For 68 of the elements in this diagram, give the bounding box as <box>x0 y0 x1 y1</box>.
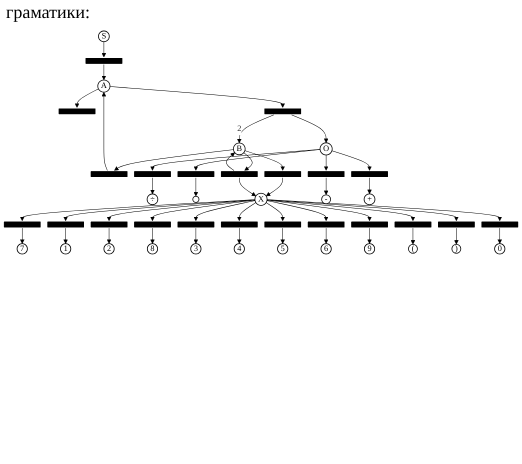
arrow <box>226 152 235 171</box>
arrow <box>266 200 459 222</box>
node-circle: S <box>98 30 110 42</box>
node-circle: B <box>233 142 246 156</box>
node-circle: 4 <box>234 243 245 254</box>
arrow <box>454 228 459 245</box>
arrow <box>102 41 106 58</box>
arrow <box>110 86 285 108</box>
node-circle: X <box>254 192 268 206</box>
node-circle: 0 <box>494 243 506 254</box>
arrow <box>237 228 242 244</box>
arrow <box>20 199 256 222</box>
arrow <box>367 177 372 194</box>
node-circle: O <box>320 142 333 156</box>
arrow <box>63 228 68 244</box>
arrow <box>367 228 372 244</box>
arrow <box>266 200 372 222</box>
node-circle: 6 <box>320 243 332 254</box>
node-circle: 5 <box>277 243 288 254</box>
node-circle: 7 <box>16 243 28 254</box>
node-circle: ) <box>452 244 462 254</box>
arrow <box>324 177 328 196</box>
arrow <box>150 149 320 171</box>
arrow <box>237 202 256 222</box>
arrow <box>106 200 256 222</box>
node-circle: 3 <box>190 243 202 254</box>
arrow <box>266 200 416 222</box>
arrow <box>150 177 155 194</box>
arrow <box>194 200 256 222</box>
edge-label: 2 <box>237 124 242 133</box>
node-circle: ÷ <box>146 194 158 206</box>
arrow <box>20 228 24 244</box>
node-circle: - <box>321 194 331 204</box>
arrow <box>194 149 320 171</box>
arrow <box>266 199 502 222</box>
arrow <box>244 150 285 171</box>
arrow <box>239 177 256 196</box>
arrow <box>266 177 283 196</box>
arrow <box>114 149 234 171</box>
arrow <box>194 228 198 244</box>
node-circle: 9 <box>364 243 376 254</box>
arrow <box>102 92 108 171</box>
node-circle: A <box>97 80 110 93</box>
arrow <box>244 152 253 171</box>
arrow <box>266 200 328 222</box>
arrow <box>324 154 328 171</box>
arrow <box>74 88 99 108</box>
node-circle: 8 <box>146 243 158 254</box>
arrow <box>106 228 112 244</box>
arrow <box>150 228 155 244</box>
arrow <box>280 228 285 244</box>
node-circle: 1 <box>60 243 72 254</box>
arrow <box>410 228 416 245</box>
arrow <box>150 200 256 222</box>
node-circle: 2 <box>104 243 115 254</box>
node-circle: ( <box>408 244 418 254</box>
arrow <box>102 64 106 80</box>
arrow <box>291 114 328 144</box>
node-circle <box>192 196 200 203</box>
arrow <box>498 228 502 244</box>
arrow <box>63 200 256 222</box>
arrow <box>332 150 372 171</box>
arrow <box>324 228 328 244</box>
caption-text: граматики: <box>6 2 90 22</box>
arrow <box>237 114 274 144</box>
node-circle: + <box>364 194 376 206</box>
arrow <box>266 202 285 222</box>
arrow <box>194 177 198 196</box>
